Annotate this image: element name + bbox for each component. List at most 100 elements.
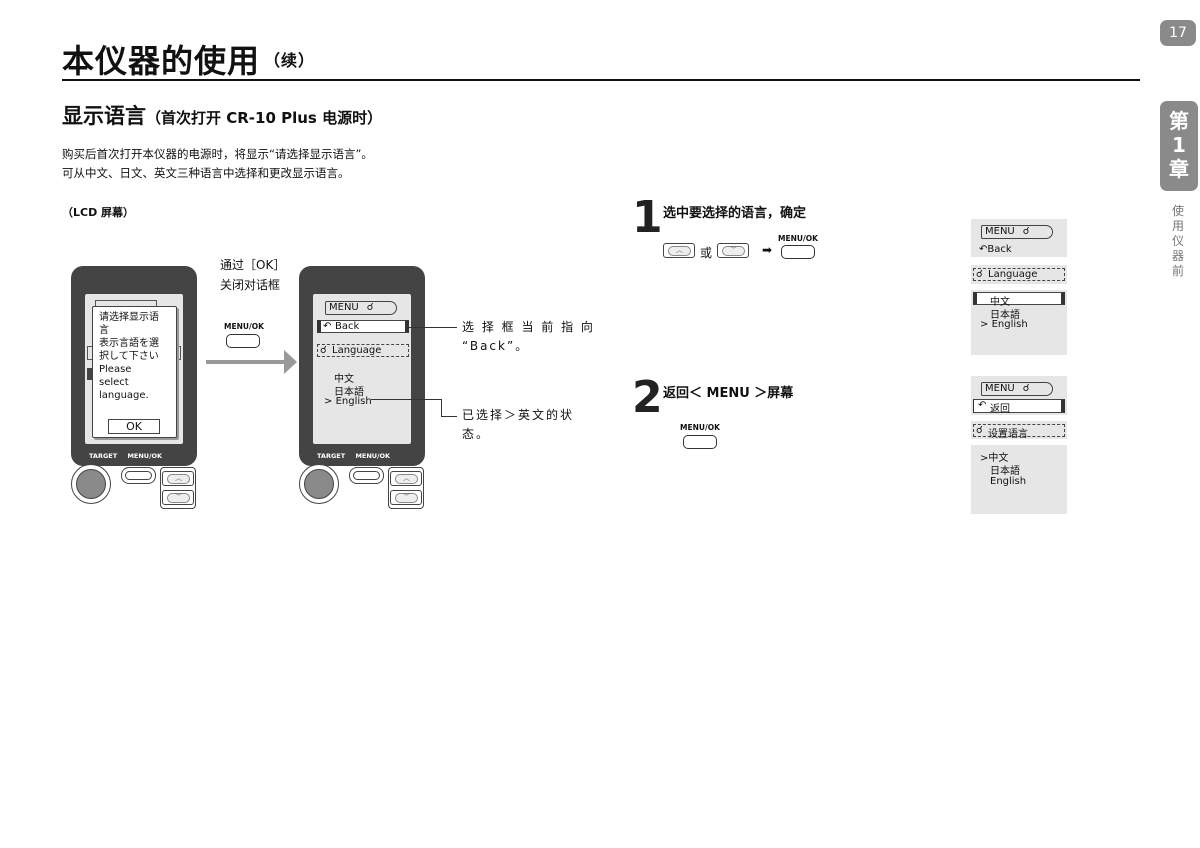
back-label: 返回 (990, 404, 1010, 415)
menu-tag-label: MENU (985, 226, 1015, 237)
screen-divider (971, 415, 1067, 421)
up-arrow-icon: ︿ (167, 474, 190, 484)
language-icon: ☌ (1022, 383, 1030, 394)
right-arrow-icon: ➡ (762, 243, 773, 257)
dialog-line: 言 (99, 325, 109, 336)
step-2-screen: MENU ☌ ↶ 返回 ☌ 设置语言 >中文 日本語 English (971, 364, 1067, 514)
option-label: English (991, 319, 1028, 330)
dialog-line: 请选择显示语 (99, 312, 159, 323)
down-button[interactable]: ﹀ (390, 490, 422, 505)
option-label: 中文 (988, 453, 1009, 464)
step-2-number: 2 (632, 372, 663, 423)
language-option-selected[interactable]: 中文 (973, 292, 1065, 308)
down-arrow-icon: ﹀ (167, 493, 190, 503)
chapter-tab: 第 1 章 (1160, 101, 1198, 191)
title-text: 本仪器的使用 (62, 42, 261, 80)
back-selection-box[interactable]: ↶ Back (317, 320, 409, 333)
screen-divider (971, 257, 1067, 265)
button-inner (125, 471, 152, 480)
ok-hint-line: 通过［OK］ (220, 258, 286, 272)
device-screen: MENU☌ ↶ Back ☌ Language 中文 日本語 > English (313, 294, 411, 444)
up-button[interactable]: ︿ (162, 471, 194, 486)
back-label: Back (987, 244, 1012, 255)
callout-line-english (371, 399, 441, 400)
language-icon: ☌ (320, 345, 327, 356)
up-arrow-icon: ︿ (668, 246, 691, 256)
chapter-side-char: 使 (1171, 204, 1184, 218)
language-option[interactable]: 中文 (334, 374, 354, 385)
section-title-text: 显示语言 (62, 104, 146, 128)
chapter-side-char: 仪 (1171, 234, 1184, 248)
menu-ok-caption: MENU/OK (778, 234, 818, 243)
language-icon: ☌ (366, 302, 374, 313)
language-option[interactable]: English (990, 476, 1027, 487)
selection-marker: > (980, 319, 989, 330)
language-option[interactable]: 日本語 (334, 387, 364, 398)
right-arrow-icon (284, 350, 297, 374)
language-label: Language (988, 269, 1038, 280)
language-option[interactable]: >中文 (980, 449, 1008, 464)
language-option[interactable]: 日本語 (990, 466, 1020, 477)
menu-ok-key (226, 334, 260, 348)
step-1-number: 1 (632, 192, 663, 243)
dialog-line: Please (99, 364, 132, 375)
device-button-labels: TARGET MENU/OK (317, 452, 390, 460)
callout-line: 已选择＞英文的状 (462, 408, 575, 422)
target-knob[interactable] (71, 464, 111, 504)
language-heading: ☌ Language (973, 268, 1065, 281)
progress-arrow-shaft (206, 360, 288, 364)
menu-ok-button[interactable] (349, 467, 384, 484)
menu-ok-caption: MENU/OK (224, 322, 264, 331)
callout-line-english-v (441, 399, 442, 416)
menu-tag: MENU☌ (981, 225, 1053, 239)
back-arrow-icon: ↶ (323, 321, 332, 332)
language-option[interactable]: > English (980, 319, 1028, 330)
language-label: Language (332, 345, 382, 356)
back-arrow-icon: ↶ (978, 400, 987, 411)
back-label: Back (335, 321, 360, 332)
dialog-line: 択して下さい (99, 351, 159, 362)
intro-line-2: 可从中文、日文、英文三种语言中选择和更改显示语言。 (62, 166, 350, 180)
screen-divider (971, 284, 1067, 290)
chapter-side-char: 前 (1171, 264, 1184, 278)
language-icon: ☌ (976, 269, 983, 280)
language-option[interactable]: 日本語 (990, 310, 1020, 321)
menu-ok-button[interactable] (121, 467, 156, 484)
chapter-tab-char: 1 (1172, 133, 1186, 157)
back-selection-box[interactable]: ↶ 返回 (973, 399, 1065, 415)
callout-line-english-h (441, 416, 457, 417)
screen-top-strip (971, 364, 1067, 376)
option-label: English (335, 396, 372, 407)
step-2-text: 返回＜ MENU ＞屏幕 (663, 386, 794, 401)
target-label: TARGET (317, 452, 346, 460)
or-text: 或 (700, 246, 713, 260)
background-selection-mark (87, 368, 92, 380)
down-key: ﹀ (717, 243, 749, 258)
up-key: ︿ (663, 243, 695, 258)
chapter-side-char: 器 (1171, 249, 1184, 263)
up-button[interactable]: ︿ (390, 471, 422, 486)
target-knob[interactable] (299, 464, 339, 504)
menu-tag-label: MENU (985, 383, 1015, 394)
intro-text: 购买后首次打开本仪器的电源时，将显示“请选择显示语言”。 可从中文、日文、英文三… (62, 145, 373, 183)
chapter-tab-char: 第 (1169, 109, 1189, 133)
knob-center (304, 469, 334, 499)
chapter-side-char: 用 (1171, 219, 1184, 233)
intro-line-1: 购买后首次打开本仪器的电源时，将显示“请选择显示语言”。 (62, 147, 373, 161)
dialog-ok-button[interactable]: OK (108, 419, 160, 434)
ok-hint-line: 关闭对话框 (220, 278, 281, 292)
language-label: 设置语言 (988, 429, 1028, 440)
down-arrow-icon: ﹀ (722, 246, 745, 256)
dialog-line: 表示言語を選 (99, 338, 159, 349)
device-language-menu: MENU☌ ↶ Back ☌ Language 中文 日本語 > English… (299, 266, 425, 466)
menu-ok-caption: MENU/OK (680, 423, 720, 432)
menu-ok-label: MENU/OK (355, 452, 391, 460)
screen-divider (971, 439, 1067, 445)
language-option-selected[interactable]: > English (324, 396, 372, 407)
back-item[interactable]: ↶Back (979, 244, 1012, 255)
menu-ok-key (683, 435, 717, 449)
language-heading: ☌ 设置语言 (973, 424, 1065, 440)
down-arrow-icon: ﹀ (395, 493, 418, 503)
selection-marker: > (324, 396, 333, 407)
down-button[interactable]: ﹀ (162, 490, 194, 505)
